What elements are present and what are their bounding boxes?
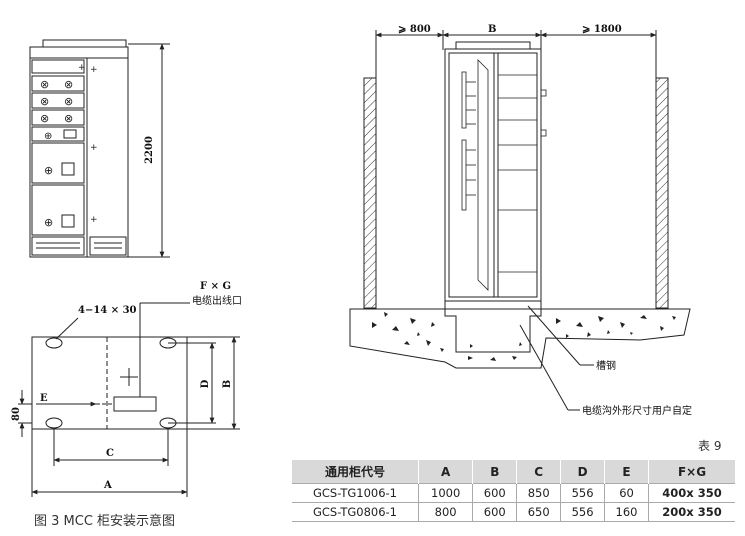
side-view [349, 30, 691, 411]
channel-steel-label: 槽钢 [596, 359, 616, 372]
header-cell: B [472, 460, 517, 484]
dim-80-label: 80 [11, 407, 22, 421]
front-view: + ⊗ ⊗ ⊗ ⊗ ⊗ ⊗ ⊕ ⊕ ⊕ + + + [29, 39, 170, 258]
dim-a-label: A [103, 480, 112, 491]
height-dimension-label: 2200 [144, 136, 155, 164]
cabinet-width-label: B [488, 24, 496, 35]
header-cell: 通用柜代号 [292, 460, 419, 484]
table-cell: 556 [560, 502, 605, 522]
table-cell: 60 [604, 483, 649, 503]
spec-table: 通用柜代号 A B C D E F×G GCS-TG1006-1 1000 60… [292, 460, 735, 522]
svg-text:+: + [78, 63, 86, 73]
table-cell: 160 [604, 502, 649, 522]
dim-e-label: E [40, 393, 48, 404]
svg-text:⊗: ⊗ [64, 112, 73, 125]
hole-spec-label: 4−14 × 30 [78, 305, 137, 316]
table-cell: 1000 [417, 483, 473, 503]
header-cell: C [516, 460, 561, 484]
header-cell: A [417, 460, 473, 484]
header-cell: D [560, 460, 605, 484]
outlet-label: 电缆出线口 [192, 294, 242, 307]
outlet-size-label: F × G [200, 281, 231, 292]
table-cell: 800 [417, 502, 473, 522]
concrete-speckle [372, 312, 676, 361]
table-cell: 650 [516, 502, 561, 522]
table-header-row: 通用柜代号 A B C D E F×G [292, 460, 735, 484]
svg-text:⊗: ⊗ [40, 112, 49, 125]
header-cell: E [604, 460, 649, 484]
svg-text:+: + [90, 143, 98, 153]
table-cell: 600 [472, 483, 517, 503]
table-cell: 850 [516, 483, 561, 503]
table-number: 表 9 [698, 439, 722, 453]
table-row: GCS-TG1006-1 1000 600 850 556 60 400x 35… [292, 483, 735, 503]
table-cell: 556 [560, 483, 605, 503]
table-cell: 200x 350 [648, 502, 735, 522]
table-cell: 600 [472, 502, 517, 522]
svg-text:⊗: ⊗ [64, 78, 73, 91]
svg-text:⊗: ⊗ [40, 95, 49, 108]
svg-text:⊗: ⊗ [64, 95, 73, 108]
svg-text:+: + [90, 215, 98, 225]
svg-text:⊕: ⊕ [44, 131, 52, 142]
right-clearance-label: ⩾ 1800 [582, 24, 622, 35]
table-cell: GCS-TG0806-1 [292, 502, 419, 522]
svg-text:⊕: ⊕ [44, 216, 53, 229]
table-cell: 400x 350 [648, 483, 735, 503]
table-cell: GCS-TG1006-1 [292, 483, 419, 503]
svg-text:⊕: ⊕ [44, 164, 53, 177]
table-row: GCS-TG0806-1 800 600 650 556 160 200x 35… [292, 502, 735, 522]
dim-b-label: B [222, 380, 233, 388]
cable-trench-label: 电缆沟外形尺寸用户自定 [582, 404, 692, 417]
left-clearance-label: ⩾ 800 [398, 24, 431, 35]
dim-d-label: D [200, 379, 211, 388]
svg-text:⊗: ⊗ [40, 78, 49, 91]
figure-caption: 图 3 MCC 柜安装示意图 [34, 514, 176, 529]
svg-text:+: + [90, 65, 98, 75]
dim-c-label: C [106, 448, 114, 459]
header-cell: F×G [648, 460, 735, 484]
plan-view [18, 302, 240, 497]
